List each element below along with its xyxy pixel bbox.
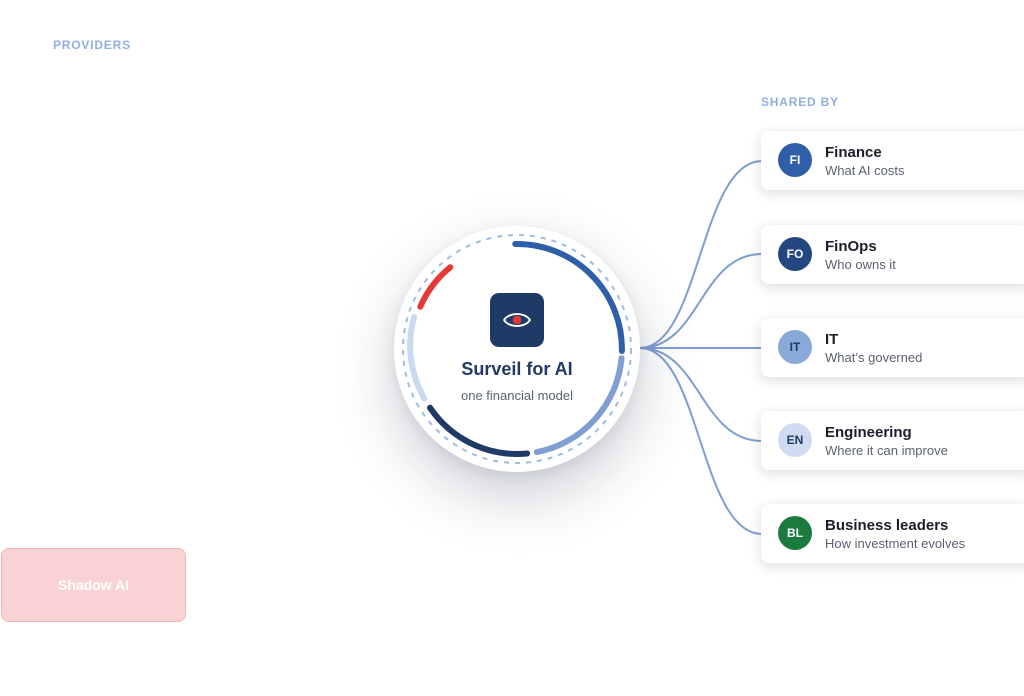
- finance-badge: FI: [778, 143, 812, 177]
- audience-card-business-leaders[interactable]: BL Business leaders How investment evolv…: [761, 504, 1024, 563]
- hub-ring: [402, 234, 632, 464]
- connector-engineering: [639, 347, 763, 442]
- connector-business-leaders: [639, 347, 763, 535]
- audience-subtitle: What AI costs: [825, 163, 905, 178]
- providers-heading: PROVIDERS: [53, 38, 131, 52]
- hub-subtitle: one financial model: [460, 388, 574, 403]
- ring-arc-red: [417, 264, 454, 310]
- ring-arc-dark-blue: [512, 240, 625, 354]
- connector-finance: [639, 160, 763, 349]
- provider-shadow-ai[interactable]: Shadow AI: [1, 548, 186, 622]
- audience-card-engineering[interactable]: EN Engineering Where it can improve: [761, 411, 1024, 470]
- eye-icon: [490, 293, 544, 347]
- audience-subtitle: Who owns it: [825, 257, 896, 272]
- audience-subtitle: What’s governed: [825, 350, 923, 365]
- it-badge: IT: [778, 330, 812, 364]
- engineering-badge: EN: [778, 423, 812, 457]
- connector-finops: [639, 253, 763, 349]
- hub-title: Surveil for AI: [461, 359, 573, 379]
- audience-title: Engineering: [825, 424, 912, 441]
- audience-subtitle: How investment evolves: [825, 536, 966, 551]
- ring-arc-navy: [427, 404, 531, 457]
- ring-arc-light-blue: [407, 314, 428, 402]
- audience-card-it[interactable]: IT IT What’s governed: [761, 318, 1024, 377]
- shared-by-heading: SHARED BY: [761, 95, 839, 109]
- business-leaders-badge: BL: [778, 516, 812, 550]
- audience-title: FinOps: [825, 238, 877, 255]
- ring-arc-medium-blue: [533, 355, 625, 456]
- finops-badge: FO: [778, 237, 812, 271]
- audience-title: IT: [825, 331, 839, 348]
- audience-card-finops[interactable]: FO FinOps Who owns it: [761, 225, 1024, 284]
- audience-card-finance[interactable]: FI Finance What AI costs: [761, 131, 1024, 190]
- audience-title: Finance: [825, 144, 882, 161]
- audience-subtitle: Where it can improve: [825, 443, 948, 458]
- surveil-hub: Surveil for AI one financial model: [394, 226, 640, 472]
- audience-title: Business leaders: [825, 517, 949, 534]
